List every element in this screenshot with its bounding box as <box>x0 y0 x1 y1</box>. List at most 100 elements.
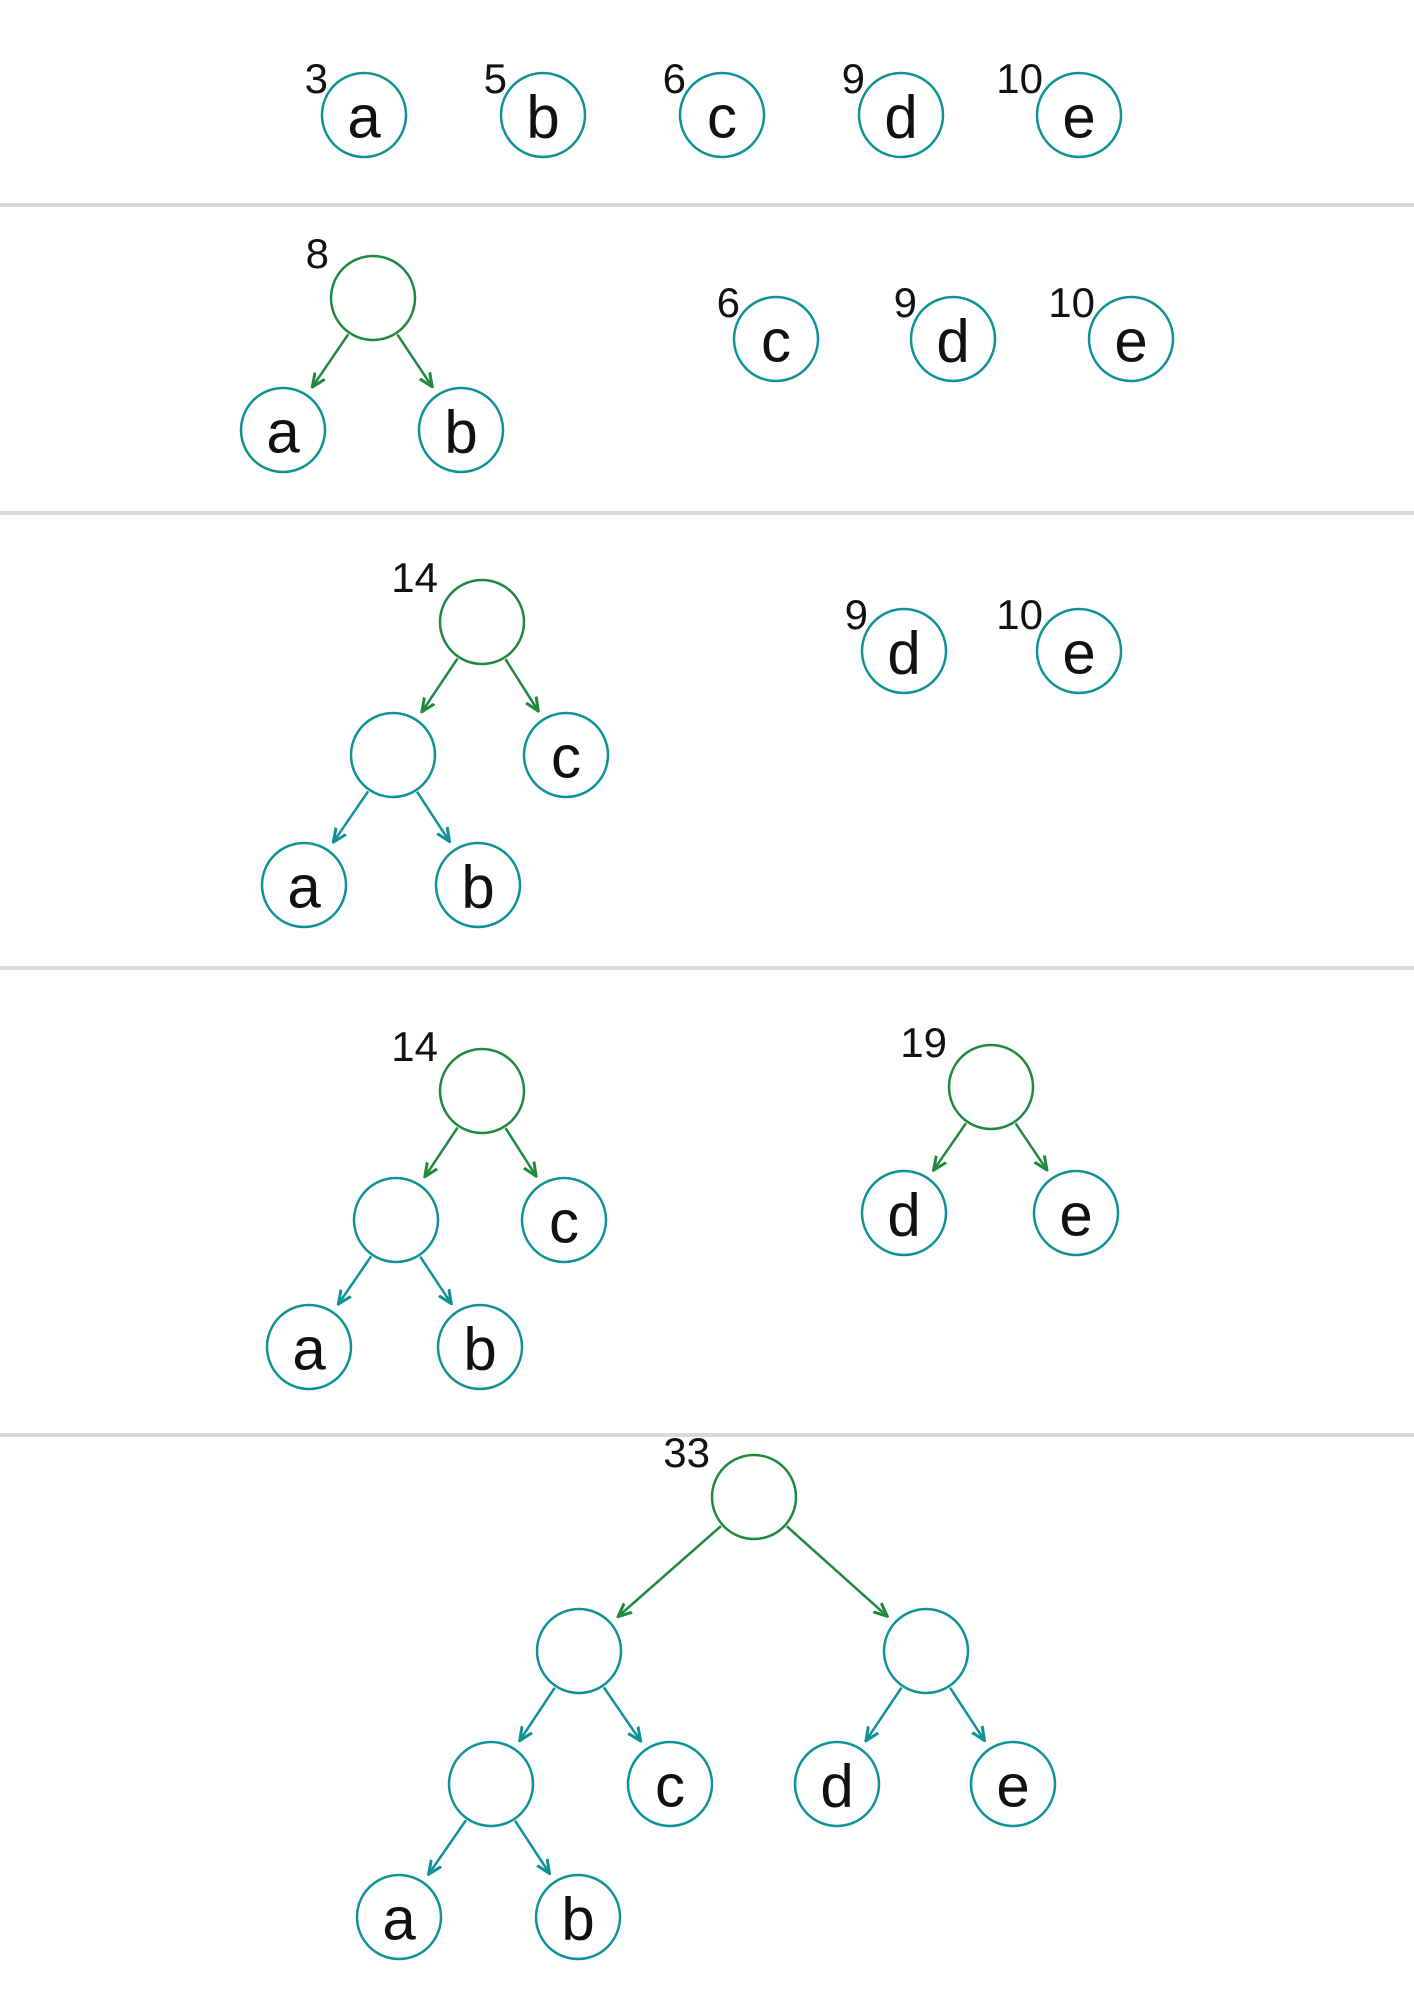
edge-all-de <box>785 1525 887 1616</box>
node-circle <box>320 71 408 159</box>
edge-ab-a <box>429 1819 467 1874</box>
leaf-node-b: b5 <box>484 55 587 159</box>
node-circle <box>793 1740 881 1828</box>
leaf-node-d: d9 <box>894 279 997 383</box>
node-weight: 6 <box>717 279 740 326</box>
node-label: b <box>526 84 559 151</box>
stage-dividers <box>0 203 1414 1437</box>
node-circle <box>882 1607 970 1695</box>
node-circle <box>265 1303 353 1391</box>
node-weight: 3 <box>305 55 328 102</box>
node-circle <box>678 71 766 159</box>
node-label: b <box>463 1316 496 1383</box>
edge-ab-a <box>338 1255 373 1304</box>
edge-abc-ab <box>520 1687 556 1741</box>
node-weight: 10 <box>996 591 1043 638</box>
internal-node <box>352 1176 440 1264</box>
node-circle <box>535 1607 623 1695</box>
node-circle <box>857 71 945 159</box>
node-weight: 19 <box>900 1019 947 1066</box>
node-circle <box>417 386 505 474</box>
node-label: b <box>461 854 494 921</box>
edge-abc-ab <box>422 657 459 712</box>
node-label: d <box>884 84 917 151</box>
node-label: b <box>444 399 477 466</box>
leaf-node-b: b <box>534 1873 622 1961</box>
leaf-node-a: a <box>260 841 348 929</box>
internal-node: 14 <box>391 554 526 666</box>
node-label: b <box>561 1886 594 1953</box>
node-circle <box>1035 71 1123 159</box>
node-label: d <box>887 1182 920 1249</box>
leaf-node-c: c6 <box>717 279 820 383</box>
node-circle <box>909 295 997 383</box>
node-weight: 10 <box>996 55 1043 102</box>
leaf-node-a: a <box>239 386 327 474</box>
node-label: e <box>1062 620 1095 687</box>
node-weight: 14 <box>391 554 438 601</box>
internal-node <box>447 1740 535 1828</box>
node-circle <box>329 254 417 342</box>
node-circle <box>239 386 327 474</box>
edge-ab-b <box>416 791 449 842</box>
node-label: e <box>1062 84 1095 151</box>
node-circle <box>860 607 948 695</box>
leaf-node-e: e <box>969 1740 1057 1828</box>
edge-all-abc <box>618 1525 722 1617</box>
internal-node <box>882 1607 970 1695</box>
node-label: c <box>761 308 791 375</box>
node-label: c <box>549 1189 579 1256</box>
node-circle <box>626 1740 714 1828</box>
edge-de-e <box>1014 1122 1047 1169</box>
node-label: d <box>820 1753 853 1820</box>
node-weight: 5 <box>484 55 507 102</box>
node-circle <box>434 841 522 929</box>
node-circle <box>947 1043 1035 1131</box>
node-label: a <box>292 1316 326 1383</box>
node-circle <box>447 1740 535 1828</box>
node-label: e <box>1114 308 1147 375</box>
node-circle <box>522 711 610 799</box>
edge-ab-b <box>419 1256 451 1304</box>
internal-node <box>349 711 437 799</box>
stage-5: 33 c d e a b <box>355 1429 1057 1961</box>
leaf-node-d: d9 <box>845 591 948 695</box>
edge-de-d <box>934 1122 968 1170</box>
leaf-node-d: d <box>793 1740 881 1828</box>
edge-ab-b <box>396 333 432 387</box>
node-weight: 10 <box>1048 279 1095 326</box>
internal-node <box>535 1607 623 1695</box>
edge-ab-a <box>312 333 350 387</box>
node-circle <box>499 71 587 159</box>
node-circle <box>732 295 820 383</box>
leaf-node-b: b <box>436 1303 524 1391</box>
node-circle <box>1035 607 1123 695</box>
node-label: a <box>382 1886 416 1953</box>
node-label: a <box>266 399 300 466</box>
internal-node: 19 <box>900 1019 1035 1131</box>
node-circle <box>969 1740 1057 1828</box>
leaf-node-a: a3 <box>305 55 408 159</box>
edge-de-d <box>866 1686 903 1741</box>
leaf-node-c: c <box>626 1740 714 1828</box>
edge-ab-a <box>333 790 370 842</box>
internal-node: 33 <box>663 1429 798 1541</box>
edge-abc-c <box>504 658 538 711</box>
node-label: a <box>287 854 321 921</box>
stage-3: 14 c a b d9 e 10 <box>260 554 1123 929</box>
node-weight: 33 <box>663 1429 710 1476</box>
node-circle <box>1087 295 1175 383</box>
leaf-node-d: d <box>860 1169 948 1257</box>
node-label: c <box>655 1753 685 1820</box>
internal-node: 8 <box>306 230 417 342</box>
edge-abc-c <box>602 1686 641 1741</box>
leaf-node-b: b <box>434 841 522 929</box>
node-circle <box>436 1303 524 1391</box>
node-label: a <box>347 84 381 151</box>
leaf-node-c: c6 <box>663 55 766 159</box>
node-circle <box>349 711 437 799</box>
leaf-node-c: c <box>522 711 610 799</box>
